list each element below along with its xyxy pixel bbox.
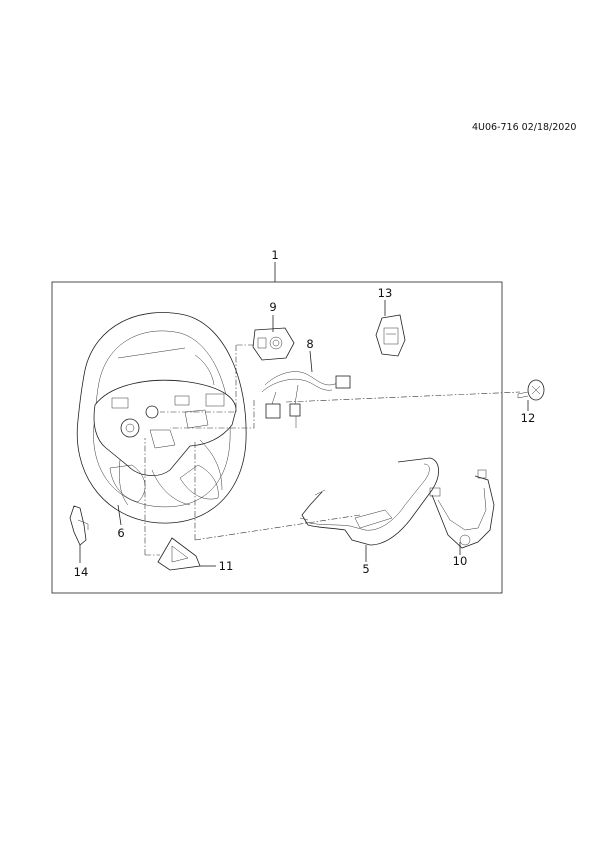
- leader-8: [309, 350, 313, 373]
- part-14-paddle[interactable]: [69, 505, 89, 546]
- part-5-trim-cover[interactable]: [299, 457, 439, 546]
- callout-10: 10: [453, 554, 468, 568]
- callout-14: 14: [74, 565, 89, 579]
- part-13-switch[interactable]: [375, 314, 406, 357]
- assembly-dashed-lines: [144, 344, 521, 556]
- callout-8: 8: [306, 337, 313, 351]
- leader-6: [117, 504, 122, 526]
- callout-1: 1: [271, 248, 278, 262]
- part-6-steering-wheel[interactable]: [76, 312, 247, 524]
- callout-9: 9: [269, 300, 276, 314]
- callout-12: 12: [521, 411, 536, 425]
- callout-11: 11: [219, 559, 234, 573]
- part-8-wiring-harness[interactable]: [261, 371, 351, 428]
- callout-6: 6: [117, 526, 124, 540]
- drawing-reference: 4U06-716 02/18/2020: [472, 122, 577, 133]
- callout-5: 5: [362, 562, 369, 576]
- part-11-lower-trim[interactable]: [157, 537, 201, 571]
- callout-13: 13: [378, 286, 393, 300]
- part-10-bracket[interactable]: [429, 469, 495, 549]
- part-12-screw[interactable]: [517, 379, 545, 401]
- assembly-frame: [51, 281, 503, 594]
- part-9-switch-cover[interactable]: [252, 327, 295, 361]
